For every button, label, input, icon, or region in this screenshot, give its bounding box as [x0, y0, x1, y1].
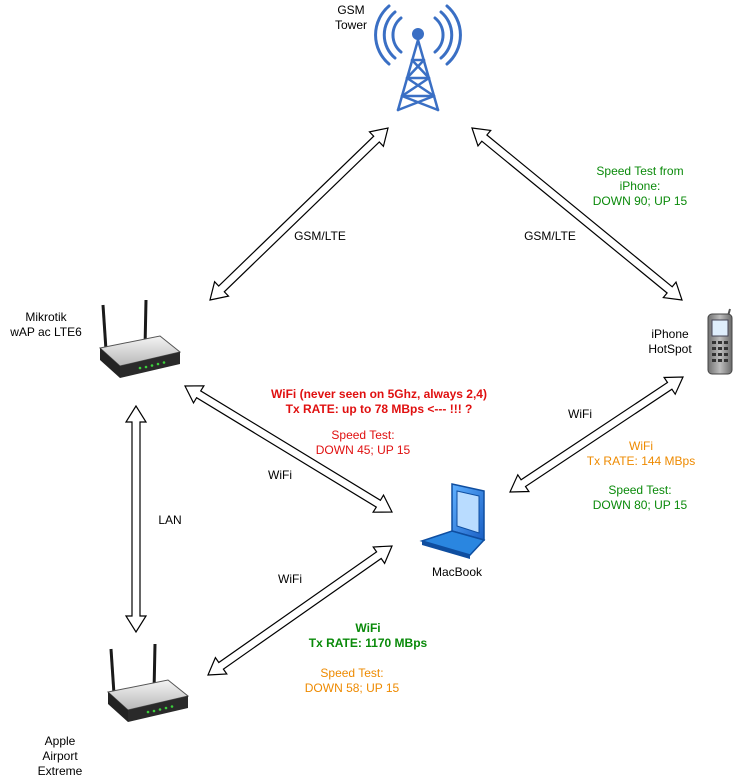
mobile-phone-icon — [707, 308, 733, 375]
note-iphone-speed-test: Speed Test:DOWN 80; UP 15 — [592, 483, 688, 512]
link-label-macbook-iphone: WiFi — [568, 407, 592, 421]
laptop-icon — [419, 483, 486, 559]
wifi-router-icon — [98, 299, 182, 378]
note-mikrotik-speed: Speed Test:DOWN 45; UP 15 — [315, 428, 411, 457]
link-label-mikrotik-airport: LAN — [158, 513, 182, 527]
arrow-mikrotik-macbook — [184, 385, 393, 513]
arrow-airport-macbook — [207, 545, 393, 676]
link-label-mikrotik-tower: GSM/LTE — [294, 229, 346, 243]
wifi-router-icon — [106, 643, 190, 722]
cell-tower-icon — [374, 4, 462, 112]
link-label-mikrotik-macbook: WiFi — [268, 468, 292, 482]
arrow-tower-iphone — [471, 127, 683, 301]
note-airport-speed: Speed Test:DOWN 58; UP 15 — [304, 666, 400, 695]
arrow-mikrotik-tower — [209, 127, 389, 301]
link-arrows — [124, 127, 684, 676]
link-label-iphone-tower: GSM/LTE — [524, 229, 576, 243]
note-mikrotik-wifi: WiFi (never seen on 5Ghz, always 2,4)Tx … — [271, 387, 487, 416]
arrow-mikrotik-airport — [124, 404, 148, 634]
arrow-macbook-iphone — [509, 376, 684, 493]
link-label-airport-macbook: WiFi — [278, 572, 302, 586]
macbook-label: MacBook — [431, 565, 483, 579]
